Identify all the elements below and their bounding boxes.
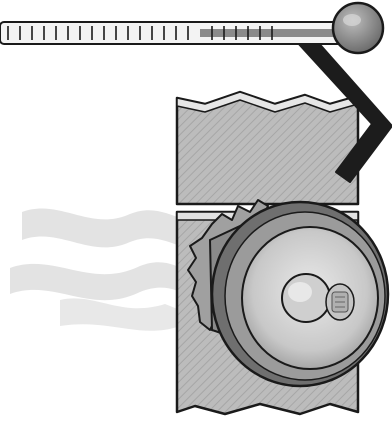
upper-plate [177,92,358,204]
heat-wave-icon [10,209,188,331]
fan-badge [326,284,354,320]
thermometer-icon [0,3,383,53]
